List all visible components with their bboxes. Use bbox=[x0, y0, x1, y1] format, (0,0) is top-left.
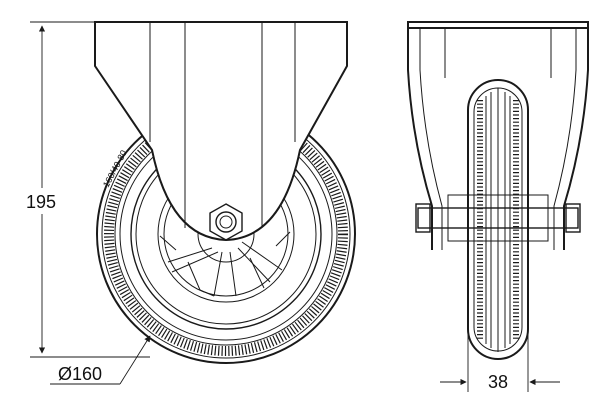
wheel-spokes bbox=[159, 231, 291, 297]
front-tire bbox=[467, 79, 529, 360]
width-dimension-label: 38 bbox=[488, 372, 508, 392]
height-dimension: 195 bbox=[20, 21, 150, 358]
side-view-fork bbox=[94, 21, 348, 242]
front-view-caster bbox=[407, 21, 589, 360]
diameter-dimension: Ø160 bbox=[50, 335, 151, 385]
diameter-dimension-label: Ø160 bbox=[58, 364, 102, 384]
height-dimension-label: 195 bbox=[26, 192, 56, 212]
width-dimension: 38 bbox=[440, 300, 560, 392]
axle-nut bbox=[209, 203, 243, 241]
